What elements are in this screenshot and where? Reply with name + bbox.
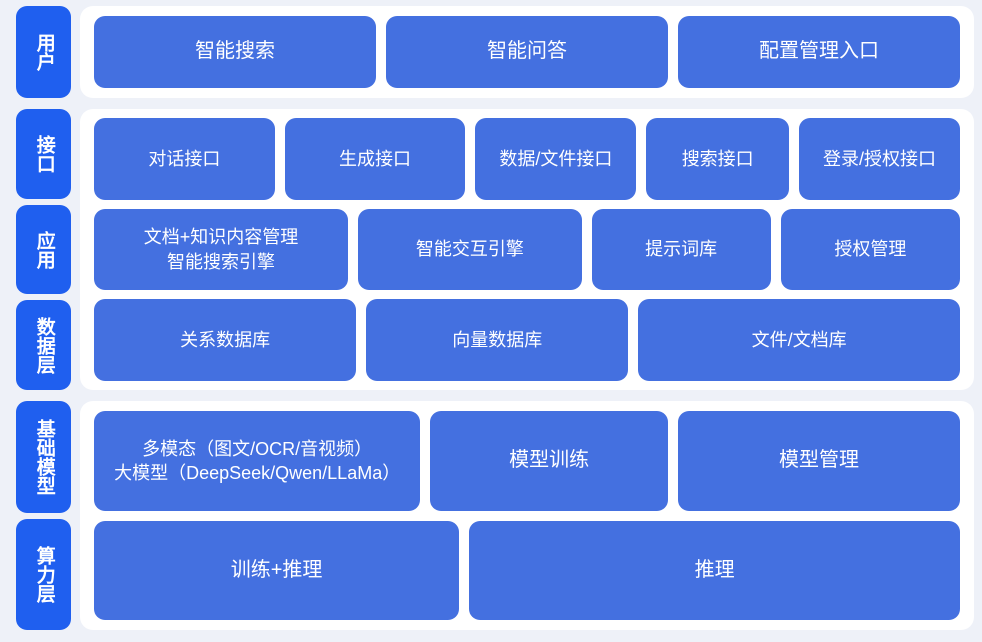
band-user-labels: 用户	[16, 6, 71, 98]
box-relational-database[interactable]: 关系数据库	[94, 299, 357, 382]
box-smart-search[interactable]: 智能搜索	[94, 16, 376, 88]
layer-chip-data[interactable]: 数据层	[16, 300, 71, 391]
band-base: 基础模型 算力层 多模态（图文/OCR/音视频） 大模型（DeepSeek/Qw…	[0, 401, 974, 630]
box-generation-api[interactable]: 生成接口	[284, 118, 466, 200]
interface-row: 对话接口 生成接口 数据/文件接口 搜索接口 登录/授权接口	[94, 118, 961, 200]
band-user: 用户 智能搜索 智能问答 配置管理入口	[0, 6, 974, 98]
band-base-panel: 多模态（图文/OCR/音视频） 大模型（DeepSeek/Qwen/LLaMa）…	[80, 401, 974, 630]
layer-chip-user[interactable]: 用户	[16, 6, 71, 98]
band-base-labels: 基础模型 算力层	[16, 401, 71, 630]
band-user-panel: 智能搜索 智能问答 配置管理入口	[80, 6, 974, 98]
box-data-file-api[interactable]: 数据/文件接口	[475, 118, 637, 200]
box-training-plus-inference[interactable]: 训练+推理	[94, 520, 460, 620]
box-smart-interaction-engine[interactable]: 智能交互引擎	[358, 208, 582, 291]
compute-row: 训练+推理 推理	[94, 520, 960, 620]
box-authorization-management[interactable]: 授权管理	[780, 208, 960, 291]
box-search-api[interactable]: 搜索接口	[646, 118, 790, 200]
box-dialog-api[interactable]: 对话接口	[94, 118, 275, 200]
layer-chip-compute[interactable]: 算力层	[16, 518, 71, 630]
foundation-model-row: 多模态（图文/OCR/音视频） 大模型（DeepSeek/Qwen/LLaMa）…	[94, 411, 960, 511]
box-doc-knowledge-management[interactable]: 文档+知识内容管理 智能搜索引擎	[94, 208, 349, 291]
box-config-management-entry[interactable]: 配置管理入口	[678, 16, 960, 88]
box-file-document-store[interactable]: 文件/文档库	[638, 299, 961, 382]
data-row: 关系数据库 向量数据库 文件/文档库	[94, 299, 961, 382]
user-row: 智能搜索 智能问答 配置管理入口	[94, 16, 960, 88]
application-row: 文档+知识内容管理 智能搜索引擎 智能交互引擎 提示词库 授权管理	[94, 208, 960, 291]
box-login-auth-api[interactable]: 登录/授权接口	[799, 118, 961, 200]
box-inference[interactable]: 推理	[469, 520, 960, 620]
box-model-training[interactable]: 模型训练	[430, 411, 668, 511]
layer-chip-application[interactable]: 应用	[16, 204, 71, 295]
box-model-management[interactable]: 模型管理	[678, 411, 960, 511]
layer-chip-foundation-model[interactable]: 基础模型	[16, 401, 71, 513]
band-middle: 接口 应用 数据层 对话接口 生成接口 数据/文件接口 搜索接口 登录/授权接口…	[0, 109, 974, 391]
box-multimodal-large-model[interactable]: 多模态（图文/OCR/音视频） 大模型（DeepSeek/Qwen/LLaMa）	[94, 411, 421, 511]
band-middle-labels: 接口 应用 数据层	[16, 109, 71, 391]
band-middle-panel: 对话接口 生成接口 数据/文件接口 搜索接口 登录/授权接口 文档+知识内容管理…	[80, 109, 974, 390]
layer-chip-interface[interactable]: 接口	[16, 109, 71, 199]
box-prompt-library[interactable]: 提示词库	[591, 208, 771, 291]
box-smart-qa[interactable]: 智能问答	[386, 16, 668, 88]
box-vector-database[interactable]: 向量数据库	[366, 299, 629, 382]
